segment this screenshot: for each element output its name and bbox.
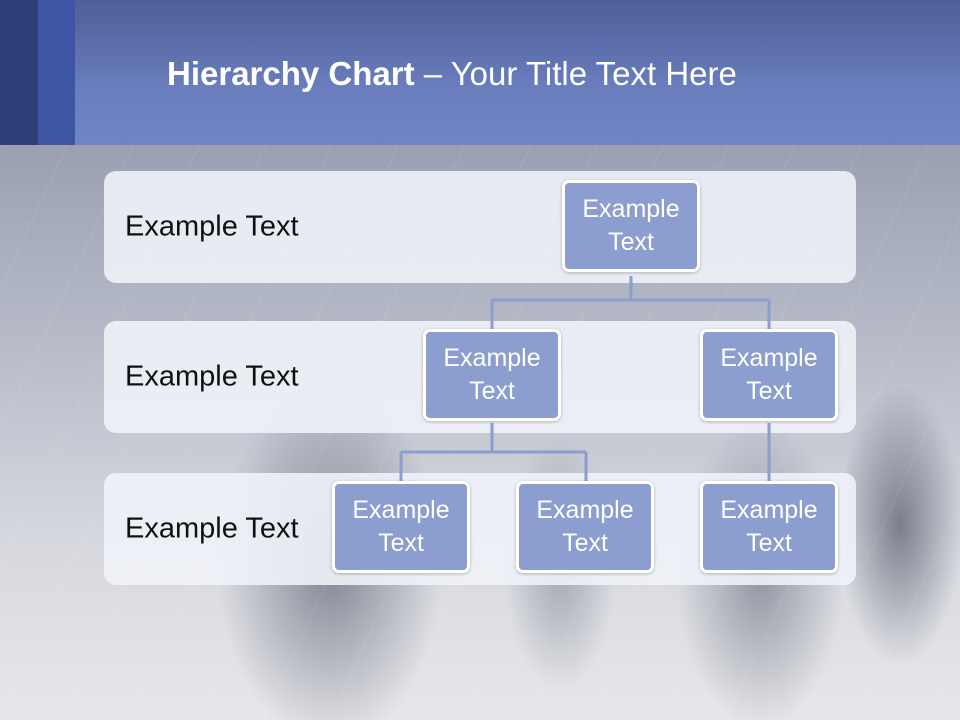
row-label-2: Example Text bbox=[125, 360, 299, 393]
node-level2-left[interactable]: Example Text bbox=[423, 329, 561, 421]
header-band: Hierarchy Chart – Your Title Text Here bbox=[0, 0, 960, 145]
node-level2-right[interactable]: Example Text bbox=[700, 329, 838, 421]
slide-title-rest: – Your Title Text Here bbox=[414, 55, 737, 92]
row-label-3: Example Text bbox=[125, 512, 299, 545]
node-level3-right[interactable]: Example Text bbox=[700, 481, 838, 573]
node-level3-left[interactable]: Example Text bbox=[332, 481, 470, 573]
slide-title-bold: Hierarchy Chart bbox=[167, 55, 415, 92]
row-band-1: Example Text bbox=[104, 171, 856, 283]
header-accent-mid bbox=[38, 0, 75, 145]
node-root[interactable]: Example Text bbox=[562, 180, 700, 272]
row-label-1: Example Text bbox=[125, 210, 299, 243]
header-accent-dark bbox=[0, 0, 38, 145]
slide-title: Hierarchy Chart – Your Title Text Here bbox=[167, 55, 737, 93]
node-level3-middle[interactable]: Example Text bbox=[516, 481, 654, 573]
